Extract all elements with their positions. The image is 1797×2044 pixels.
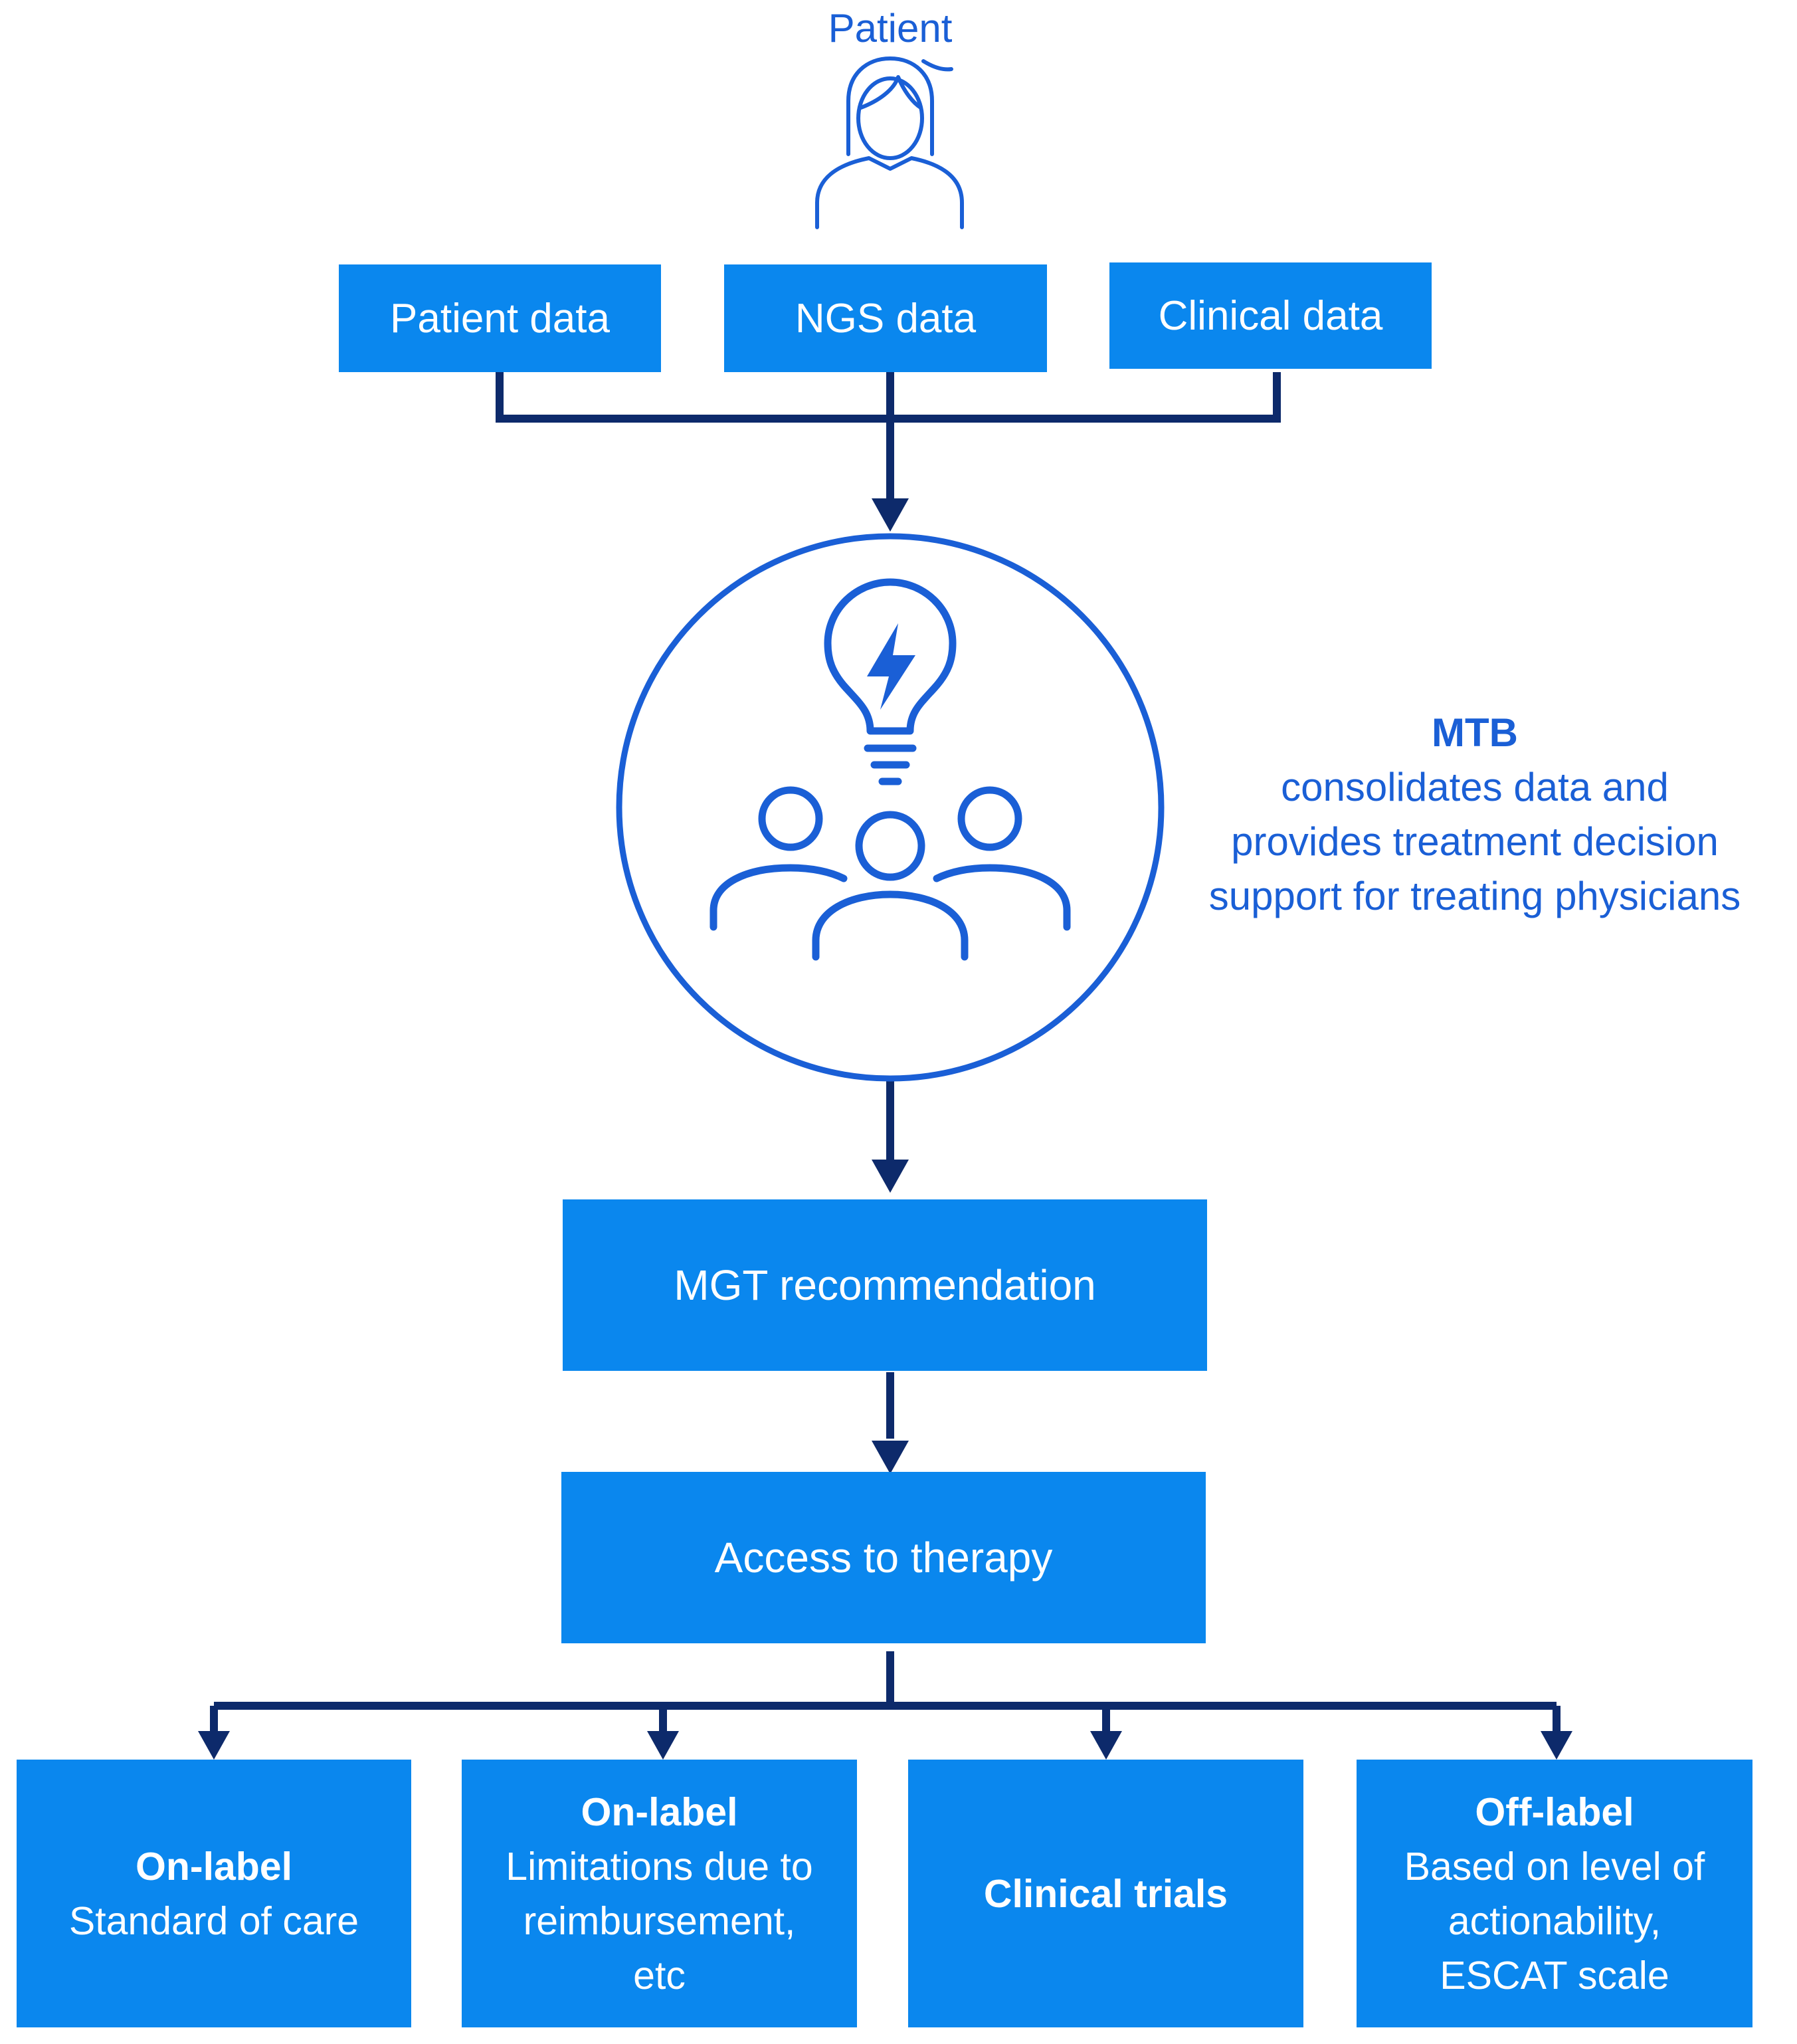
ngs-data-label: NGS data — [795, 295, 977, 342]
clinical-data-box: Clinical data — [1109, 262, 1432, 369]
mtb-circle — [616, 533, 1165, 1082]
outcome-title: Off-label — [1475, 1789, 1634, 1834]
outcome-line: Limitations due to — [506, 1844, 813, 1889]
ngs-data-box: NGS data — [724, 264, 1047, 372]
mtb-title: MTB — [1432, 710, 1518, 755]
outcome-box-off-label: Off-label Based on level of actionabilit… — [1357, 1760, 1752, 2027]
patient-icon — [815, 56, 964, 229]
clinical-data-label: Clinical data — [1158, 292, 1383, 339]
lightning-bolt-icon — [867, 623, 915, 710]
outcome-title: Clinical trials — [983, 1871, 1228, 1916]
outcome-line: etc — [633, 1953, 686, 1997]
outcome-title: On-label — [581, 1789, 738, 1834]
outcome-box-on-label-limitations: On-label Limitations due to reimbursemen… — [462, 1760, 857, 2027]
outcome-line: ESCAT scale — [1440, 1953, 1669, 1997]
outcome-line: Standard of care — [68, 1898, 359, 1943]
outcome-line: Based on level of — [1404, 1844, 1705, 1889]
mtb-description-line: support for treating physicians — [1208, 874, 1741, 918]
outcome-line: reimbursement, — [523, 1898, 796, 1943]
outcome-box-on-label-standard: On-label Standard of care — [17, 1760, 411, 2027]
mtb-description-line: consolidates data and — [1281, 765, 1669, 809]
mtb-description: MTB consolidates data and provides treat… — [1156, 706, 1794, 924]
arrowhead — [198, 1731, 230, 1760]
arrowhead — [1541, 1731, 1572, 1760]
mtb-description-line: provides treatment decision — [1231, 819, 1719, 864]
outcome-title: On-label — [135, 1844, 293, 1889]
arrowhead — [872, 1441, 909, 1474]
mgt-recommendation-label: MGT recommendation — [674, 1261, 1096, 1309]
patient-title: Patient — [828, 6, 953, 51]
arrowhead — [872, 1160, 909, 1193]
outcome-box-clinical-trials: Clinical trials — [908, 1760, 1303, 2027]
access-to-therapy-box: Access to therapy — [561, 1472, 1206, 1643]
team-idea-icon — [709, 578, 1071, 961]
arrowhead — [1090, 1731, 1122, 1760]
access-to-therapy-label: Access to therapy — [714, 1534, 1053, 1582]
mgt-recommendation-box: MGT recommendation — [563, 1199, 1207, 1371]
arrowhead — [872, 498, 909, 532]
arrowhead — [647, 1731, 679, 1760]
patient-data-box: Patient data — [339, 264, 661, 372]
outcome-line: actionability, — [1448, 1898, 1661, 1943]
patient-data-label: Patient data — [390, 295, 610, 342]
